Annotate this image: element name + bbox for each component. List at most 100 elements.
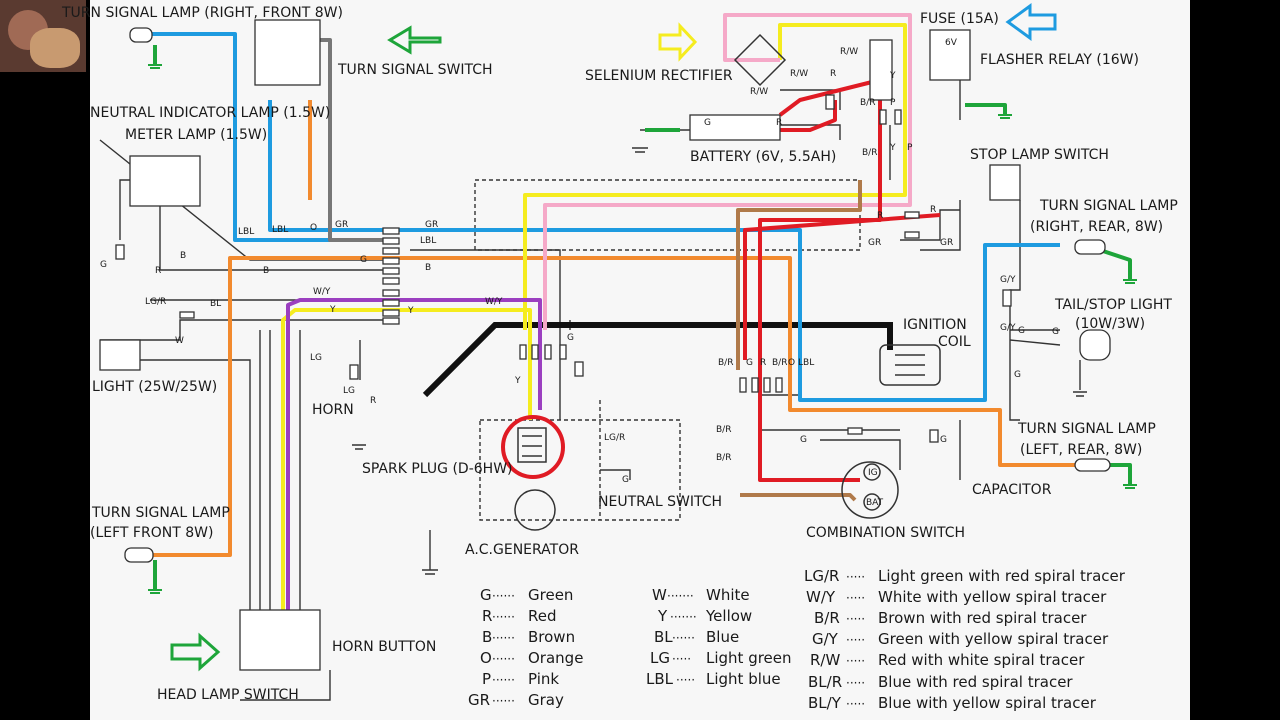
generator-rotor — [514, 489, 556, 531]
wire-code: LBL — [798, 358, 814, 368]
wire-code: LG — [310, 353, 322, 363]
wire-code: GR — [425, 220, 438, 230]
wire-code: GR — [335, 220, 348, 230]
green-wire-tsrr — [1099, 248, 1132, 280]
wire-code: GR — [868, 238, 881, 248]
legend-name: White — [706, 586, 750, 604]
svg-text:······: ······ — [492, 652, 515, 666]
legend-name: Blue with yellow spiral tracer — [878, 694, 1097, 712]
wire-code: R — [776, 118, 782, 128]
ground-symbols — [148, 64, 1137, 594]
wire-code-labels: GR GR LBL LBL LBL O B B B R G G LG/R BL … — [100, 47, 1059, 508]
label-turn-signal-switch: TURN SIGNAL SWITCH — [337, 62, 493, 78]
black-ht-lead — [422, 322, 893, 398]
label-stop-lamp-switch: STOP LAMP SWITCH — [970, 147, 1109, 163]
wire-code: B/R — [716, 453, 731, 463]
label-horn: HORN — [312, 402, 354, 418]
wire-code: W/Y — [485, 297, 503, 307]
wire-code: G/Y — [1000, 275, 1016, 285]
legend-name: Orange — [528, 649, 583, 667]
svg-text:·······: ······· — [667, 589, 694, 603]
label-turn-signal-left-rear-1: TURN SIGNAL LAMP — [1017, 421, 1156, 437]
wire-code: B/R — [862, 148, 877, 158]
blue-wire-2 — [268, 100, 1060, 402]
wire-code: P — [907, 143, 913, 153]
colored-wires — [150, 13, 1132, 640]
svg-text:······: ······ — [492, 631, 515, 645]
legend-colors: G Green R Red B Brown O Orange P Pink GR… — [468, 586, 583, 709]
blue-arrow-icon — [1005, 3, 1057, 41]
wire-code: B — [180, 251, 186, 261]
svg-text:·····: ····· — [846, 654, 865, 668]
wire-code: Y — [329, 305, 336, 315]
wire-code: R/W — [790, 69, 808, 79]
legend-name: Light green with red spiral tracer — [878, 567, 1126, 585]
legend-name: Yellow — [705, 607, 752, 625]
wire-code: LG/R — [145, 297, 166, 307]
orange-wire-2 — [150, 256, 1085, 557]
legend-name: Gray — [528, 691, 564, 709]
blue-wire — [150, 32, 390, 242]
purple-wire — [286, 298, 542, 640]
label-flasher-6v: 6V — [945, 38, 958, 48]
wire-code: W — [175, 336, 184, 346]
label-neutral-switch: NEUTRAL SWITCH — [598, 494, 722, 510]
svg-text:·····: ····· — [672, 652, 691, 666]
legend-code: B/R — [814, 609, 840, 627]
label-combination-switch: COMBINATION SWITCH — [806, 525, 965, 541]
yellow-wire-2 — [523, 23, 907, 330]
wire-code: R — [370, 396, 376, 406]
label-battery: BATTERY (6V, 5.5AH) — [690, 149, 836, 165]
wire-code: G — [1014, 370, 1021, 380]
legend-code: LG — [650, 649, 670, 667]
brown-wire — [736, 180, 862, 370]
label-turn-signal-right-front: TURN SIGNAL LAMP (RIGHT, FRONT 8W) — [61, 5, 343, 21]
wire-code: Y — [514, 376, 521, 386]
wire-code: O — [788, 358, 795, 368]
wire-code: O — [310, 223, 317, 233]
wire-code: B/R — [860, 98, 875, 108]
combination-switch-body — [841, 461, 899, 519]
wire-code: G — [567, 333, 574, 343]
wire-code: BL — [210, 299, 221, 309]
legend-code: R/W — [810, 651, 840, 669]
wire-code: LBL — [420, 236, 436, 246]
label-tail-stop-1: TAIL/STOP LIGHT — [1054, 297, 1172, 313]
wire-code: G — [940, 435, 947, 445]
wire-code: G — [746, 358, 753, 368]
ignition-coil-body — [879, 344, 941, 386]
legend-name: Red — [528, 607, 557, 625]
svg-text:·····: ····· — [676, 673, 695, 687]
rectifier-diamond — [733, 33, 787, 87]
wire-code: LBL — [238, 227, 254, 237]
wire-code: G — [1018, 326, 1025, 336]
legend-code: P — [482, 670, 491, 688]
label-neutral-indicator: NEUTRAL INDICATOR LAMP (1.5W) — [90, 105, 330, 121]
wire-code: IG — [868, 468, 878, 478]
yellow-wire — [281, 308, 532, 640]
legend-name: Light blue — [706, 670, 781, 688]
legend-code: GR — [468, 691, 490, 709]
svg-text:·····: ····· — [846, 676, 865, 690]
diagram-sheet — [90, 0, 1190, 720]
svg-text:······: ······ — [492, 694, 515, 708]
wire-code: GR — [940, 238, 953, 248]
wire-code: G — [704, 118, 711, 128]
label-head-light: LIGHT (25W/25W) — [92, 379, 217, 395]
legend-dots: ······ ······ ······ ······ ······ ·····… — [492, 570, 865, 711]
wire-code: B — [425, 263, 431, 273]
label-fuse: FUSE (15A) — [920, 11, 999, 27]
wire-code: BAT — [866, 498, 884, 508]
label-meter-lamp: METER LAMP (1.5W) — [125, 127, 267, 143]
wire-code: G — [800, 435, 807, 445]
legend-code: B — [482, 628, 492, 646]
wire-code: R — [760, 358, 766, 368]
pink-wire — [543, 13, 912, 330]
wire-code: R — [930, 205, 936, 215]
legend-name: Blue — [706, 628, 739, 646]
label-flasher-relay: FLASHER RELAY (16W) — [980, 52, 1139, 68]
wire-code: R/W — [840, 47, 858, 57]
label-capacitor: CAPACITOR — [972, 482, 1052, 498]
svg-text:·······: ······· — [670, 610, 697, 624]
